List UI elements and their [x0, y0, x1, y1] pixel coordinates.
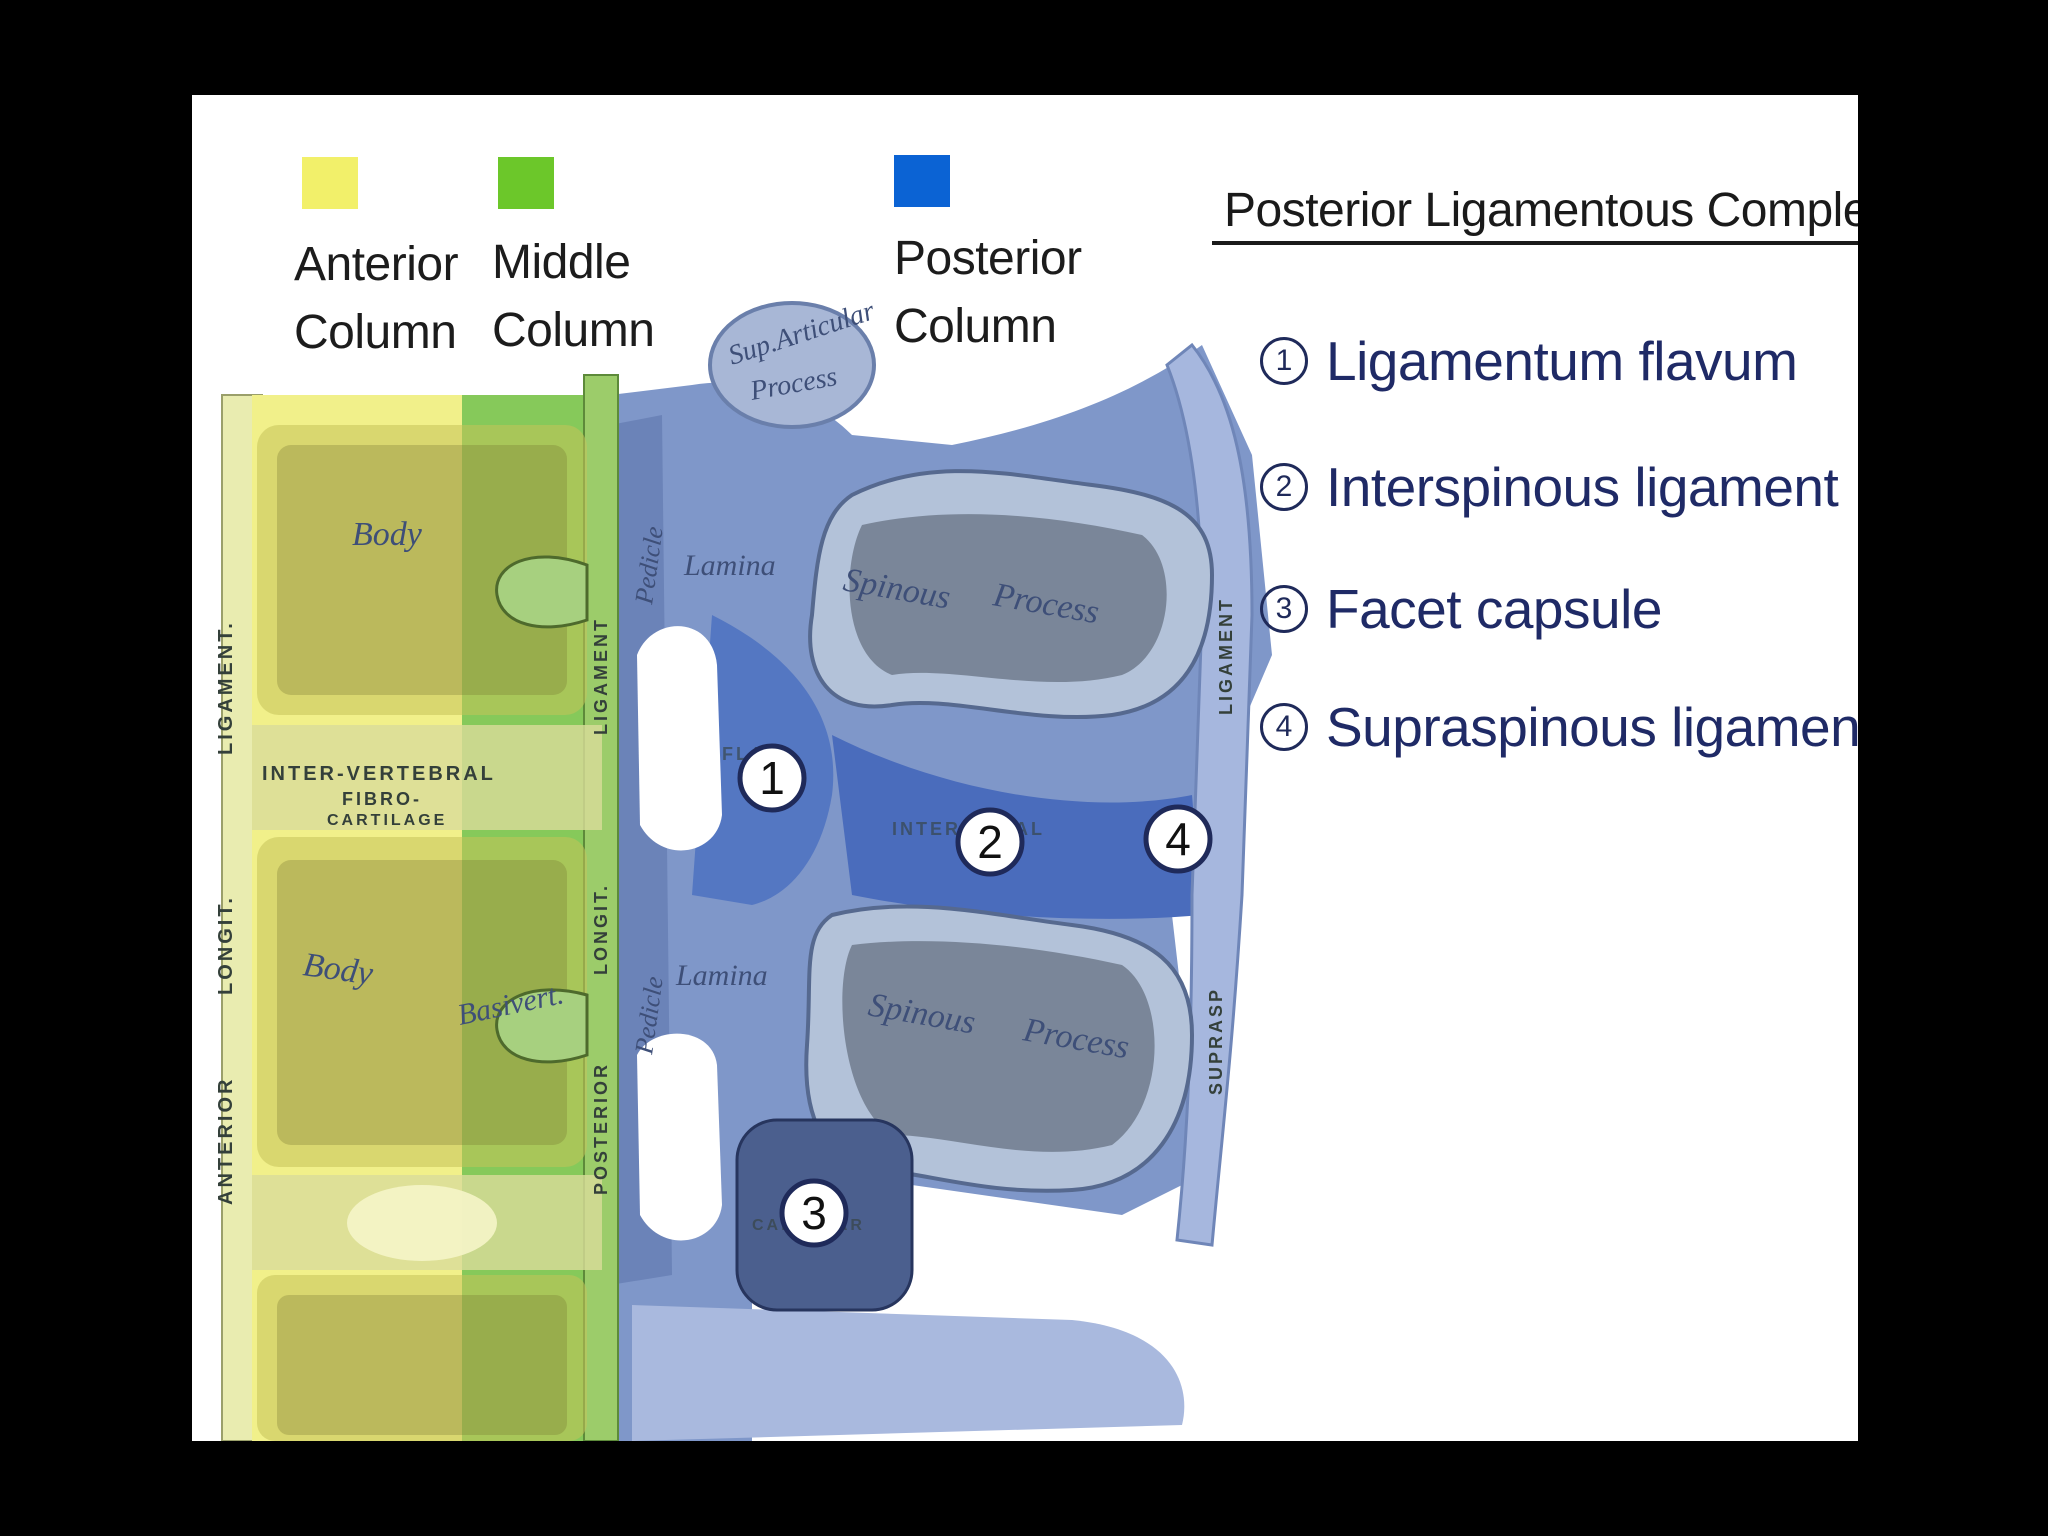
upper-intervertebral-disc — [252, 725, 602, 830]
label-ligament-supra: LIGAMENT — [1216, 597, 1236, 715]
lower-foramen — [637, 1033, 722, 1241]
spinous-texture-upper — [849, 514, 1167, 683]
plc-item-3-number: 3 — [1260, 585, 1308, 633]
plc-item-1-label: Ligamentum flavum — [1326, 330, 1798, 392]
plc-item-3-label: Facet capsule — [1326, 578, 1662, 640]
callout-1: 1 — [737, 743, 807, 813]
lower-vertebral-body — [257, 1275, 587, 1441]
upper-foramen — [637, 626, 722, 851]
lower-lamina-plate — [632, 1305, 1185, 1441]
label-ivd-2: FIBRO- — [342, 789, 422, 809]
posterior-column-line1: Posterior — [894, 232, 1082, 285]
plc-title-underline — [1212, 241, 1858, 245]
callout-2: 2 — [955, 807, 1025, 877]
label-ant-lig-1: ANTERIOR — [215, 1077, 237, 1205]
plc-item-4-label: Supraspinous ligament — [1326, 696, 1858, 758]
label-ant-lig-3: LIGAMENT. — [215, 620, 237, 755]
middle-column-label: Middle Column — [492, 229, 655, 365]
plc-item-1-number: 1 — [1260, 337, 1308, 385]
callout-3-number: 3 — [801, 1187, 827, 1239]
anterior-column-label: Anterior Column — [294, 231, 459, 367]
plc-item-4-number: 4 — [1260, 703, 1308, 751]
label-post-lig-1: POSTERIOR — [591, 1062, 611, 1195]
label-ivd-1: INTER-VERTEBRAL — [262, 763, 496, 785]
label-post-lig-2: LONGIT. — [591, 883, 611, 975]
body-texture-middle — [277, 860, 567, 1145]
middle-column-swatch — [498, 157, 554, 209]
callout-2-number: 2 — [977, 816, 1003, 868]
middle-column-line1: Middle — [492, 236, 631, 289]
body-texture-lower — [277, 1295, 567, 1435]
anterior-column-swatch — [302, 157, 358, 209]
basivertebral-notch-lower — [495, 988, 589, 1064]
label-post-lig-3: LIGAMENT — [591, 617, 611, 735]
posterior-column-label: Posterior Column — [894, 225, 1082, 361]
nucleus-pulposus — [347, 1185, 497, 1261]
label-lamina-upper: Lamina — [683, 549, 776, 582]
label-supraspinous: SUPRASP — [1206, 987, 1226, 1095]
upper-vertebral-body — [257, 425, 587, 715]
callout-3: 3 — [779, 1178, 849, 1248]
superior-articular-process — [708, 301, 876, 429]
plc-item-interspinous-ligament: 2 Interspinous ligament — [1260, 455, 1839, 519]
plc-item-ligamentum-flavum: 1 Ligamentum flavum — [1260, 329, 1798, 393]
anterior-column-line2: Column — [294, 306, 457, 359]
label-lamina-lower: Lamina — [675, 959, 768, 992]
plc-title: Posterior Ligamentous Complex — [1224, 184, 1858, 237]
plc-item-facet-capsule: 3 Facet capsule — [1260, 577, 1662, 641]
spinous-texture-lower — [842, 941, 1155, 1152]
callout-4: 4 — [1143, 804, 1213, 874]
plc-item-2-number: 2 — [1260, 463, 1308, 511]
basivertebral-notch-upper — [495, 555, 589, 629]
callout-1-number: 1 — [759, 752, 785, 804]
plc-item-supraspinous-ligament: 4 Supraspinous ligament — [1260, 695, 1858, 759]
label-ant-lig-2: LONGIT. — [215, 895, 237, 995]
plc-item-2-label: Interspinous ligament — [1326, 456, 1839, 518]
label-body-upper: Body — [352, 516, 423, 553]
label-ivd-3: CARTILAGE — [327, 812, 447, 829]
posterior-column-swatch — [894, 155, 950, 207]
middle-column-line2: Column — [492, 304, 655, 357]
middle-vertebral-body — [257, 837, 587, 1167]
spine-diagram: Body Body Basivert. Sup.Articular Proces… — [215, 295, 1272, 1441]
body-texture-upper — [277, 445, 567, 695]
anterior-column-line1: Anterior — [294, 238, 459, 291]
posterior-column-line2: Column — [894, 300, 1057, 353]
callout-4-number: 4 — [1165, 813, 1191, 865]
slide: Body Body Basivert. Sup.Articular Proces… — [192, 95, 1858, 1441]
